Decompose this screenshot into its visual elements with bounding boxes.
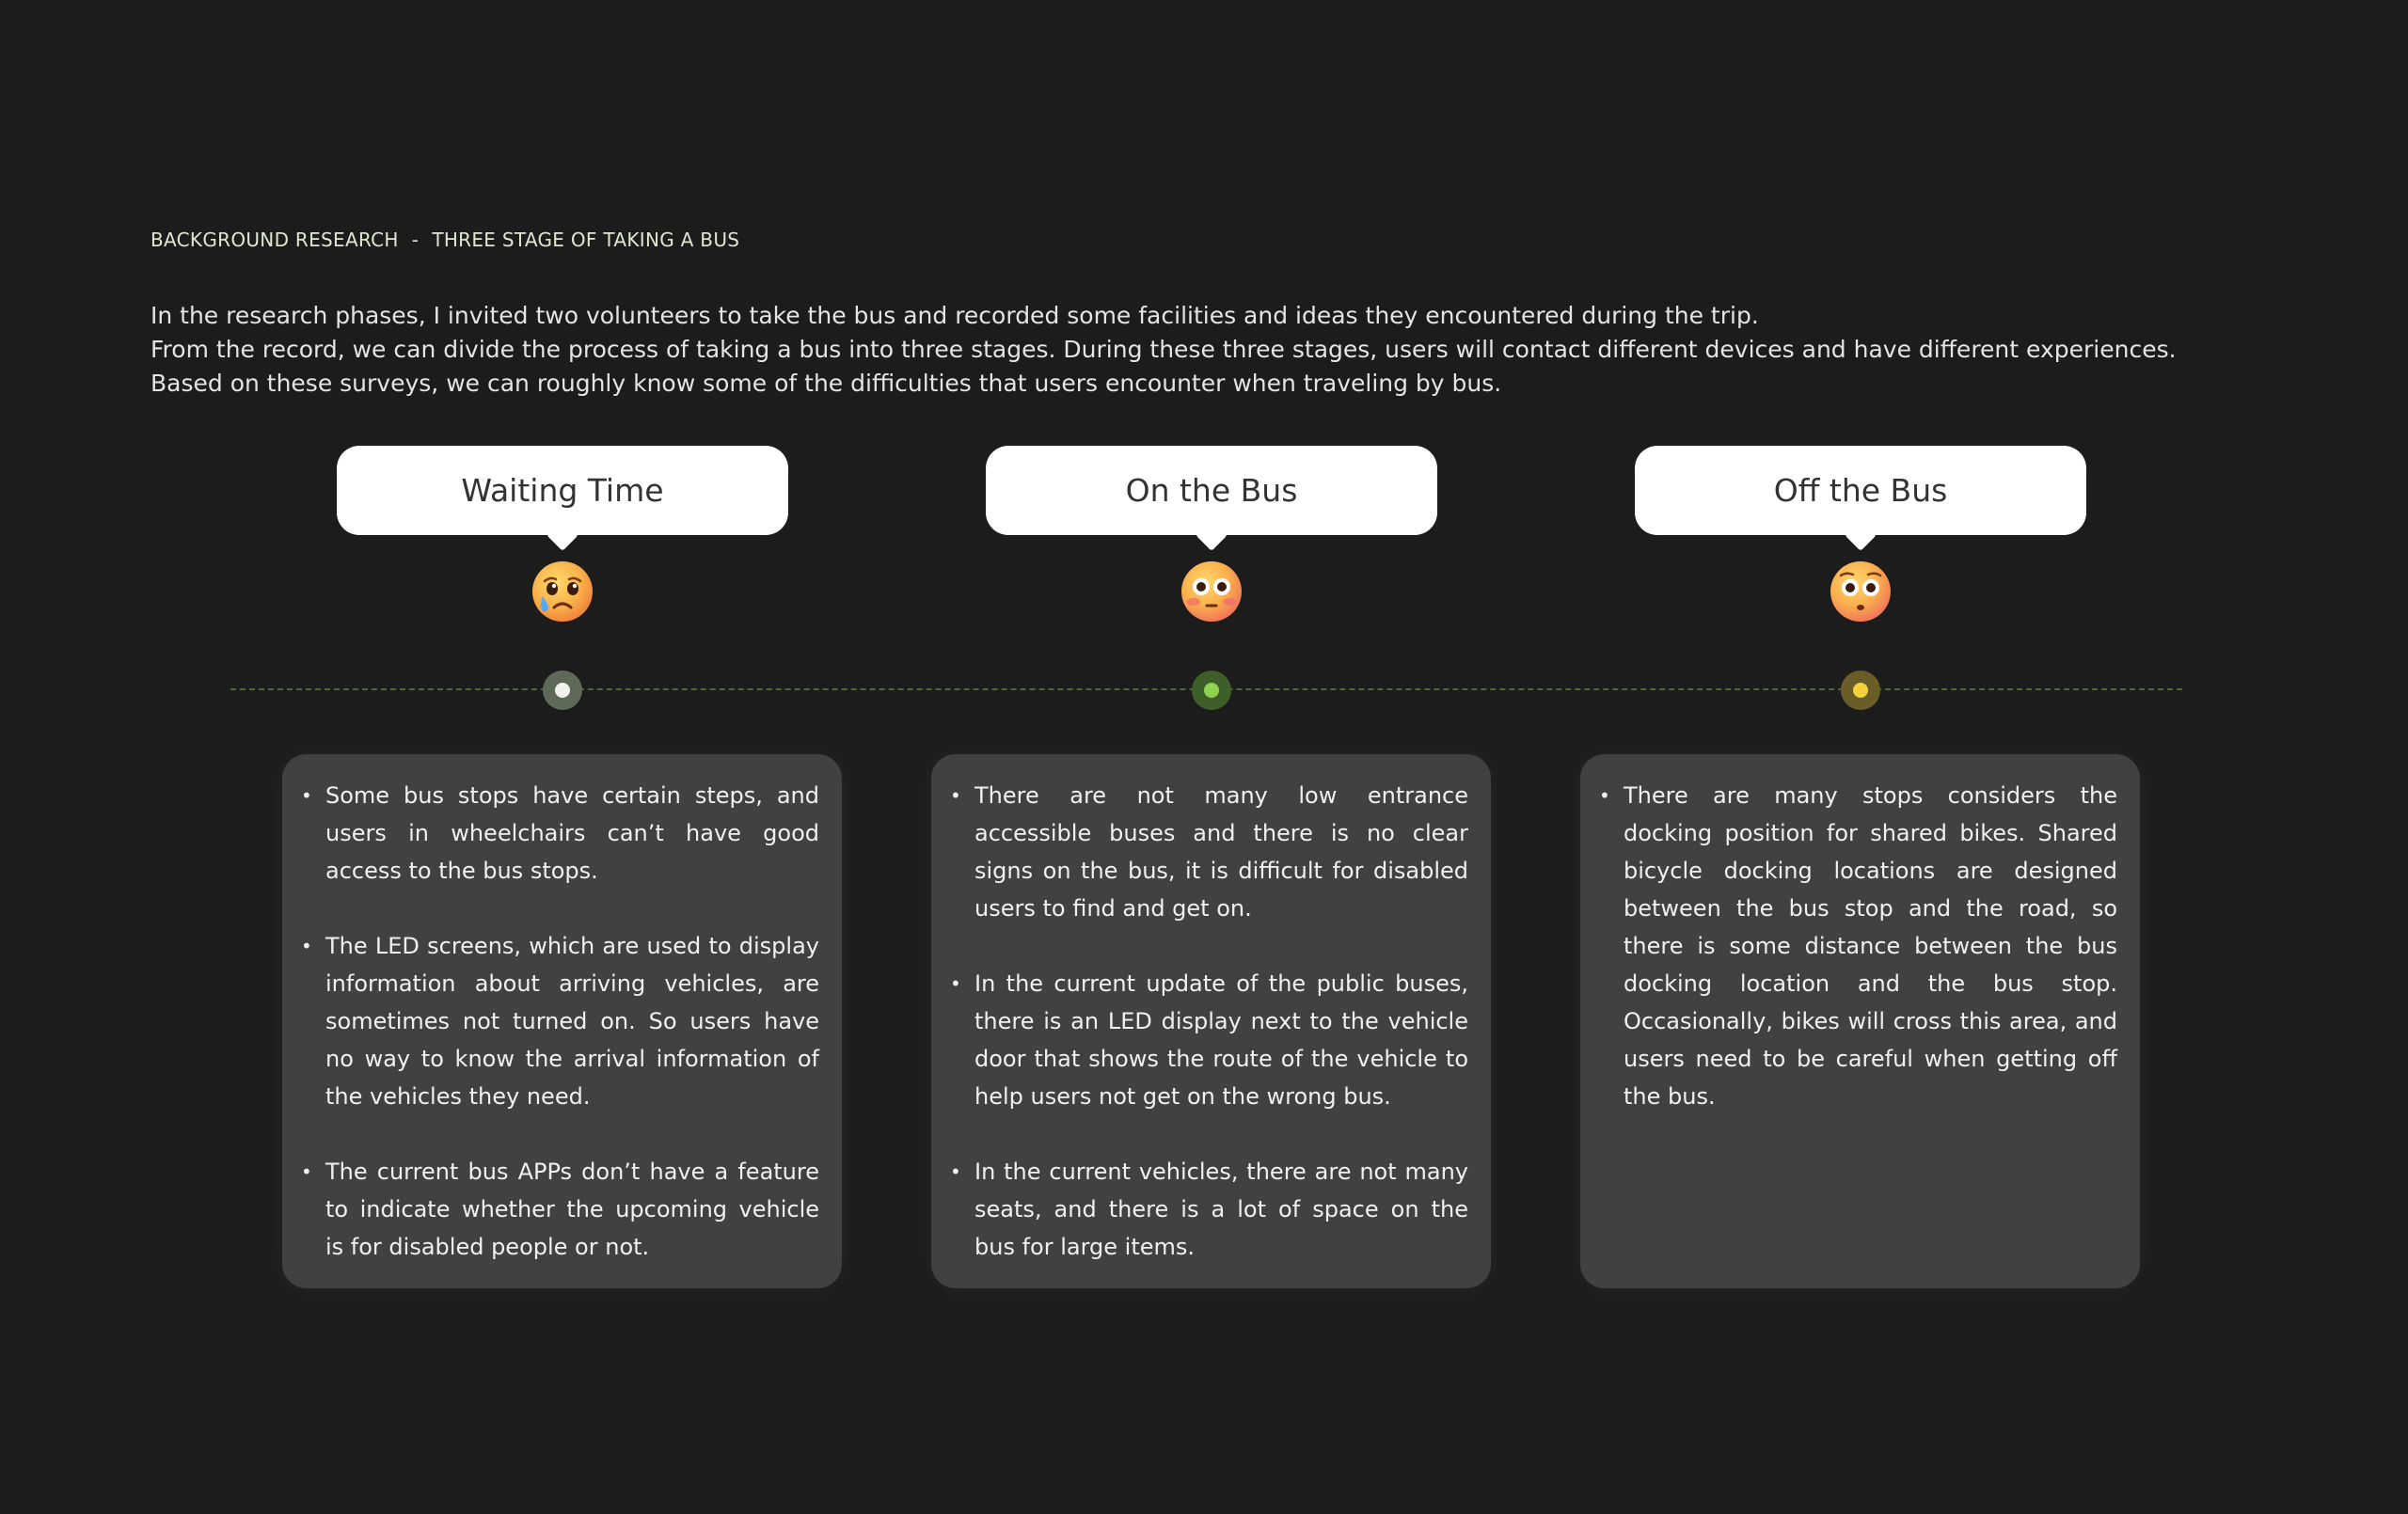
section-label-part2: THREE STAGE OF TAKING A BUS [432,229,740,251]
pain-points-list: There are not many low entrance accessib… [950,777,1468,1266]
list-item: There are many stops considers the docki… [1599,777,2117,1115]
section-label-part1: BACKGROUND RESEARCH [150,229,399,251]
list-item: The current bus APPs don’t have a featur… [301,1153,819,1266]
pain-points-card: There are many stops considers the docki… [1580,754,2140,1288]
stage-title-bubble: On the Bus [986,446,1437,551]
timeline-marker-core [555,683,570,698]
bubble-tail [1196,519,1228,551]
stage-title-bubble: Waiting Time [337,446,788,551]
stage-off-the-bus: Off the Bus There are many stops conside… [1580,0,2145,1514]
stage-on-the-bus: On the Bus There are not many low entran… [931,0,1496,1514]
timeline-marker [1841,670,1880,710]
surprised-face-icon [1830,561,1891,622]
section-label: BACKGROUND RESEARCH-THREE STAGE OF TAKIN… [150,229,739,251]
flushed-face-icon [1181,561,1242,622]
pain-points-list: There are many stops considers the docki… [1599,777,2117,1115]
intro-line: In the research phases, I invited two vo… [150,302,1759,329]
pain-points-card: There are not many low entrance accessib… [931,754,1491,1288]
stage-title: Off the Bus [1773,472,1948,509]
crying-face-icon [532,561,593,622]
section-label-separator: - [411,229,420,251]
stage-title-bubble: Off the Bus [1635,446,2086,551]
pain-points-list: Some bus stops have certain steps, and u… [301,777,819,1266]
stage-title: Waiting Time [461,472,664,509]
list-item: There are not many low entrance accessib… [950,777,1468,927]
intro-text: In the research phases, I invited two vo… [150,299,2314,401]
bubble-tail [1845,519,1877,551]
intro-line: From the record, we can divide the proce… [150,336,2177,363]
timeline-marker-core [1853,683,1868,698]
bubble-tail [547,519,578,551]
timeline-marker [543,670,582,710]
pain-points-card: Some bus stops have certain steps, and u… [282,754,842,1288]
stage-waiting-time: Waiting Time Some bus stops have certain… [282,0,847,1514]
timeline-marker [1192,670,1231,710]
intro-line: Based on these surveys, we can roughly k… [150,370,1502,397]
list-item: In the current vehicles, there are not m… [950,1153,1468,1266]
list-item: Some bus stops have certain steps, and u… [301,777,819,890]
list-item: In the current update of the public buse… [950,965,1468,1115]
timeline-marker-core [1204,683,1219,698]
list-item: The LED screens, which are used to displ… [301,927,819,1115]
stage-title: On the Bus [1125,472,1298,509]
